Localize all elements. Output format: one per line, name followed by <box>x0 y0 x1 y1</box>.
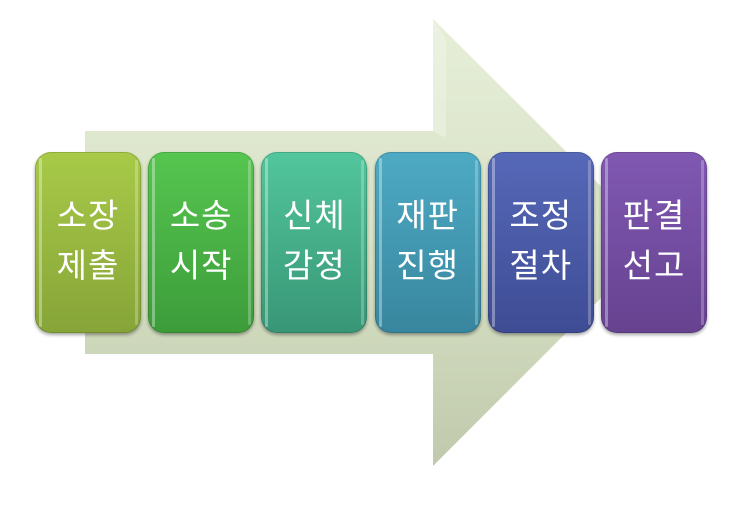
step-label-line1: 소장 <box>56 195 120 235</box>
step-label-line2: 선고 <box>622 245 686 285</box>
step-label-line1: 소송 <box>169 195 233 235</box>
step-label-line1: 재판 <box>396 195 459 235</box>
step-label-line2: 감정 <box>283 245 346 285</box>
step-label-line2: 진행 <box>396 245 459 285</box>
step-label-line1: 조정 <box>509 195 573 235</box>
step-label-line2: 시작 <box>169 245 233 285</box>
step-label-line1: 판결 <box>622 195 686 235</box>
step-label-line2: 제출 <box>56 245 120 285</box>
step-label-line2: 절차 <box>509 245 573 285</box>
step-label-line1: 신체 <box>283 195 346 235</box>
